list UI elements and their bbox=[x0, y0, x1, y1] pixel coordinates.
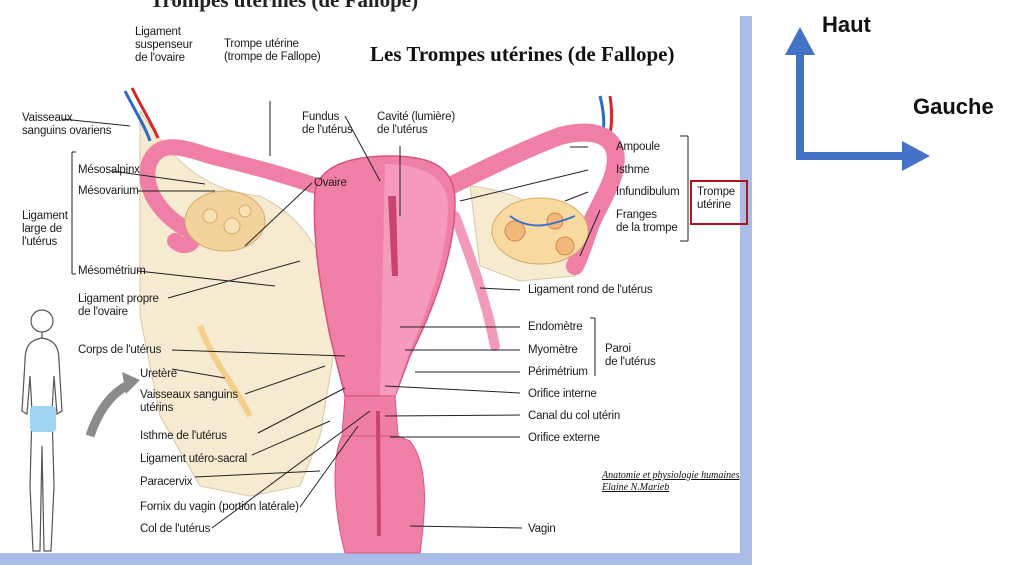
arrow-right-icon bbox=[902, 141, 930, 171]
label-col-uterus: Col de l'utérus bbox=[140, 523, 210, 536]
figure-frame-bottom bbox=[0, 553, 752, 565]
label-vagin: Vagin bbox=[528, 523, 556, 536]
label-uretere: Uretère bbox=[140, 368, 177, 381]
label-myometre: Myomètre bbox=[528, 344, 578, 357]
label-isthme-uterus: Isthme de l'utérus bbox=[140, 430, 227, 443]
cropped-caption-text: Trompes utérines (de Fallope) bbox=[150, 0, 418, 13]
label-trompe-uterine-top: Trompe utérine(trompe de Fallope) bbox=[224, 38, 321, 64]
label-fornix: Fornix du vagin (portion latérale) bbox=[140, 501, 299, 514]
label-corps-uterus: Corps de l'utérus bbox=[78, 344, 161, 357]
label-ampoule: Ampoule bbox=[616, 141, 660, 154]
label-canal-col: Canal du col utérin bbox=[528, 410, 620, 423]
label-infundibulum: Infundibulum bbox=[616, 186, 679, 199]
figure-frame-right bbox=[740, 16, 752, 565]
label-ligament-utero-sacral: Ligament utéro-sacral bbox=[140, 453, 247, 466]
label-ligament-rond: Ligament rond de l'utérus bbox=[528, 284, 652, 297]
label-cavite: Cavité (lumière)de l'utérus bbox=[377, 111, 455, 137]
label-orifice-externe: Orifice externe bbox=[528, 432, 600, 445]
body-silhouette bbox=[22, 310, 62, 551]
label-paracervix: Paracervix bbox=[140, 476, 192, 489]
label-endometre: Endomètre bbox=[528, 321, 582, 334]
label-perimetrium: Périmétrium bbox=[528, 366, 588, 379]
label-ovaire: Ovaire bbox=[314, 177, 347, 190]
label-isthme: Isthme bbox=[616, 164, 649, 177]
orientation-right-label: Gauche bbox=[913, 94, 994, 120]
label-mesosalpinx: Mésosalpinx bbox=[78, 164, 140, 177]
arrow-up-icon bbox=[785, 27, 815, 55]
label-orifice-interne: Orifice interne bbox=[528, 388, 597, 401]
label-mesovarium: Mésovarium bbox=[78, 185, 139, 198]
zoom-arrow bbox=[90, 384, 130, 436]
orientation-up-label: Haut bbox=[822, 12, 871, 38]
label-mesometrium: Mésométrium bbox=[78, 265, 145, 278]
ovary-left bbox=[185, 191, 265, 251]
top-cropped-caption: Trompes utérines (de Fallope) bbox=[150, 0, 710, 14]
diagram-title: Les Trompes utérines (de Fallope) bbox=[370, 42, 674, 67]
